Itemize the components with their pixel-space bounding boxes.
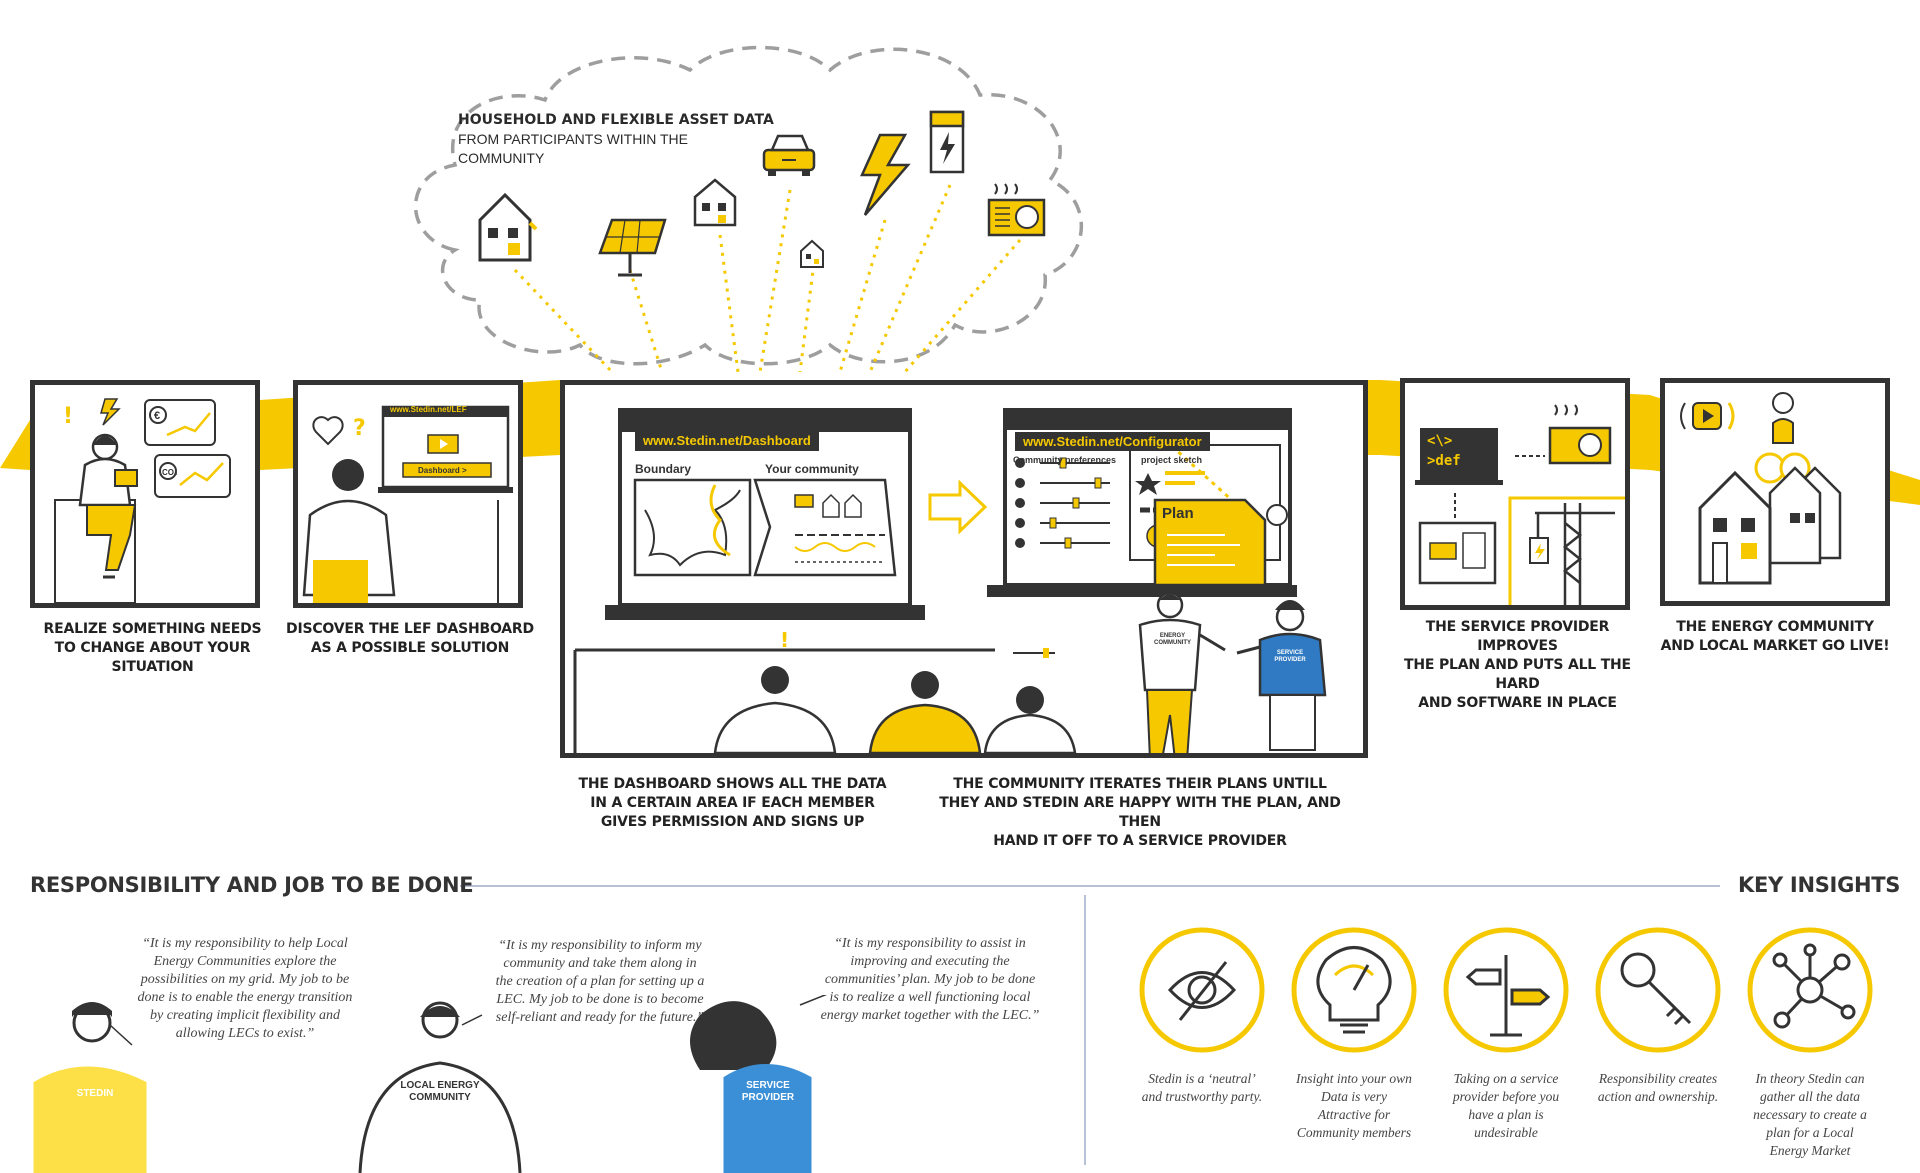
svg-text:!: !	[780, 628, 789, 652]
battery-icon	[929, 110, 965, 174]
network-icon	[1772, 943, 1856, 1029]
insight-provider: Taking on a service provider before you …	[1452, 1071, 1560, 1140]
key-icon	[1620, 952, 1692, 1026]
houses-go-live-illustration	[1680, 392, 1842, 585]
lightning-icon	[860, 133, 911, 216]
person-discovering-illustration: ?	[302, 405, 513, 603]
step-caption-6: THE ENERGY COMMUNITY AND LOCAL MARKET GO…	[1660, 619, 1890, 654]
svg-text:CO₂: CO₂	[162, 468, 178, 477]
insight-gather: In theory Stedin can gather all the data…	[1753, 1071, 1867, 1158]
cloud-subtitle-line2: COMMUNITY	[458, 150, 545, 166]
house-icon	[478, 192, 538, 262]
personas-illustration	[33, 995, 828, 1173]
energy-community-shirt: ENERGY COMMUNITY	[1154, 633, 1191, 646]
cloud-subtitle-line1: FROM PARTICIPANTS WITHIN THE	[458, 131, 688, 147]
step-caption-1: REALIZE SOMETHING NEEDS TO CHANGE ABOUT …	[43, 621, 262, 675]
step-panel-realize: ! € CO₂	[30, 380, 260, 608]
step-caption-4: THE COMMUNITY ITERATES THEIR PLANS UNTIL…	[939, 776, 1341, 849]
sketch-label: project sketch	[1141, 455, 1203, 465]
step-caption-3: THE DASHBOARD SHOWS ALL THE DATA IN A CE…	[578, 776, 887, 830]
persona-community-label: LOCAL ENERGY COMMUNITY	[400, 1080, 480, 1103]
eye-slash-icon	[1167, 961, 1237, 1021]
insight-neutral: Stedin is a ‘neutral’ and trustworthy pa…	[1141, 1071, 1263, 1104]
step-caption-5: THE SERVICE PROVIDER IMPROVES THE PLAN A…	[1404, 619, 1631, 711]
step-panel-dashboard-configurator: ! www.Stedin.net/Dashboard Boundary Your…	[560, 380, 1368, 758]
lightbulb-gauge-icon	[1316, 946, 1392, 1034]
responsibility-title: RESPONSIBILITY AND JOB TO BE DONE	[30, 873, 474, 897]
plan-label: Plan	[1162, 505, 1194, 522]
insight-responsibility: Responsibility creates action and owners…	[1597, 1071, 1719, 1104]
insights-title: KEY INSIGHTS	[1738, 873, 1901, 897]
step-panel-service-provider: <\> >def	[1400, 378, 1630, 610]
provider-quote: “It is my responsibility to assist in im…	[820, 936, 1040, 1023]
dashboard-button[interactable]: Dashboard >	[418, 466, 467, 475]
community-label: Your community	[765, 462, 859, 476]
svg-text:!: !	[63, 404, 73, 429]
heat-pump-icon	[987, 183, 1046, 237]
persona-stedin-label: STEDIN	[76, 1088, 114, 1099]
configurator-url: www.Stedin.net/Configurator	[1015, 432, 1210, 451]
preferences-label: Community preferences	[1013, 455, 1117, 465]
person-thinking-illustration: ! € CO₂	[54, 398, 231, 604]
community-quote: “It is my responsibility to inform my co…	[495, 938, 705, 1025]
step-panel-go-live	[1660, 378, 1890, 606]
small-house-icon	[800, 239, 824, 268]
lef-url: www.Stedin.net/LEF	[390, 405, 467, 414]
solar-panel-icon	[598, 218, 667, 277]
stedin-quote: “It is my responsibility to help Local E…	[137, 936, 353, 1041]
step-caption-2: DISCOVER THE LEF DASHBOARD AS A POSSIBLE…	[286, 621, 534, 656]
dashboard-url: www.Stedin.net/Dashboard	[635, 430, 819, 451]
service-provider-shirt: SERVICE PROVIDER	[1274, 650, 1306, 663]
svg-text:€: €	[154, 410, 160, 422]
house-icon	[693, 178, 737, 227]
svg-text:?: ?	[353, 416, 366, 441]
code-def: >def	[1427, 453, 1461, 469]
insight-icons	[1139, 927, 1873, 1053]
service-provider-illustration	[1415, 404, 1625, 605]
insight-data: Insight into your own Data is very Attra…	[1296, 1071, 1412, 1140]
persona-provider-label: SERVICE PROVIDER	[741, 1080, 795, 1103]
signpost-icon	[1465, 955, 1551, 1037]
code-tag: <\>	[1427, 433, 1453, 449]
car-icon	[762, 134, 816, 176]
step-panel-discover: ? www.Stedin.net/LEF Dashboard >	[293, 380, 523, 608]
cloud-title: HOUSEHOLD AND FLEXIBLE ASSET DATA	[458, 112, 774, 128]
boundary-label: Boundary	[635, 462, 692, 476]
